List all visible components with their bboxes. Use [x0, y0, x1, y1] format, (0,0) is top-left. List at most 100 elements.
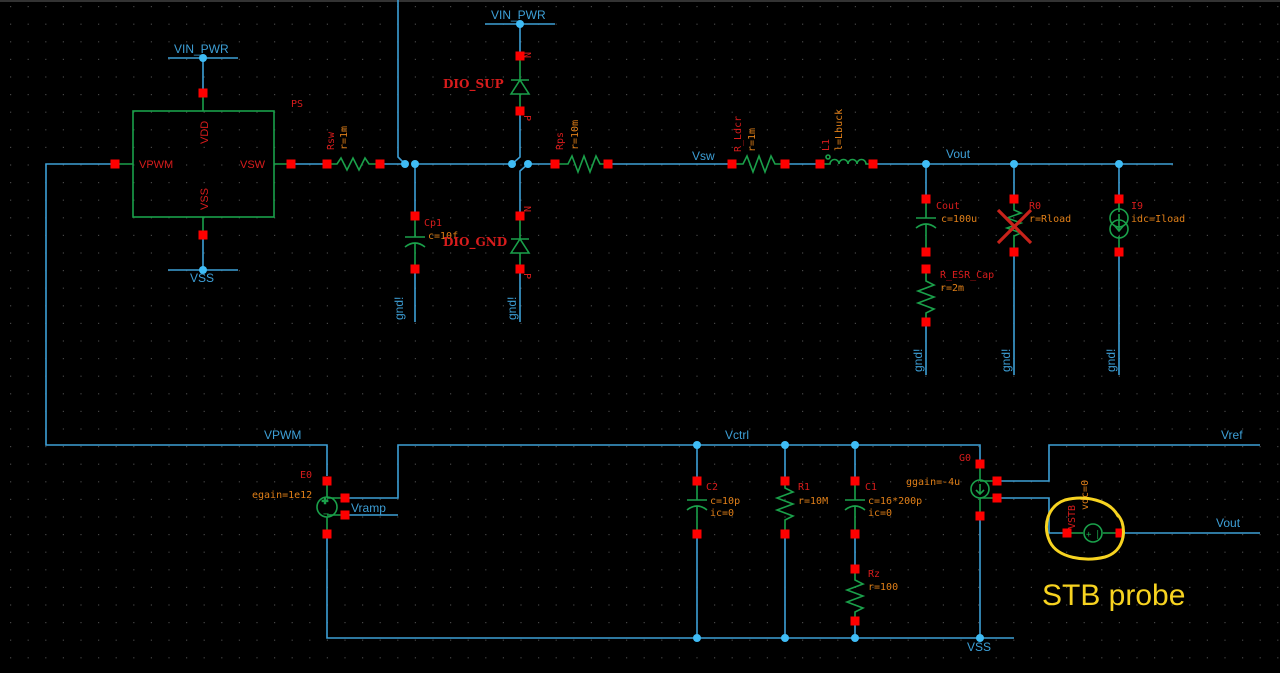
pin-terminal[interactable] [340, 510, 350, 520]
pin-terminal[interactable] [692, 476, 702, 486]
grid-dot [62, 586, 64, 588]
grid-dot [362, 94, 364, 96]
wire-vref[interactable] [997, 444, 1260, 482]
wire-dio-sup-bottom[interactable] [511, 111, 521, 165]
wire-vin-pwr-left[interactable] [168, 57, 238, 93]
pin-terminal[interactable] [1062, 528, 1072, 538]
pin-terminal[interactable] [921, 317, 931, 327]
pin-terminal[interactable] [1009, 247, 1019, 257]
pin-terminal[interactable] [780, 476, 790, 486]
pin-terminal[interactable] [850, 476, 860, 486]
pin-terminal[interactable] [1009, 194, 1019, 204]
pin-terminal[interactable] [286, 159, 296, 169]
grid-dot [344, 446, 346, 448]
vcvs-e0[interactable]: + − E0 egain=1e12 [252, 470, 345, 534]
resistor-r-esr-cap[interactable]: R_ESR_Cap r=2m [915, 269, 994, 322]
pin-terminal[interactable] [322, 159, 332, 169]
pin-terminal[interactable] [515, 211, 525, 221]
grid-dot [379, 534, 381, 536]
wire-vramp[interactable] [345, 444, 981, 499]
grid-dot [62, 41, 64, 43]
pin-terminal[interactable] [921, 264, 931, 274]
resistor-r0[interactable]: R0 r=Rload [996, 199, 1071, 252]
capacitor-c1[interactable]: C1 c=16*200p ic=0 [844, 481, 922, 534]
pin-terminal[interactable] [850, 529, 860, 539]
grid-dot [150, 129, 152, 131]
pin-terminal[interactable] [550, 159, 560, 169]
diode-dio-gnd[interactable]: N P DIO_GND [443, 206, 532, 279]
pin-terminal[interactable] [850, 616, 860, 626]
grid-dot [344, 182, 346, 184]
grid-dot [256, 340, 258, 342]
grid-dot [256, 199, 258, 201]
pin-terminal[interactable] [515, 264, 525, 274]
resistor-rz[interactable]: Rz r=100 [844, 569, 898, 621]
ps-block[interactable]: PS VPWM VSW VDD VSS [115, 93, 303, 235]
pin-terminal[interactable] [375, 159, 385, 169]
grid-dot [362, 657, 364, 659]
grid-dot [45, 481, 47, 483]
grid-dot [960, 516, 962, 518]
grid-dot [1171, 569, 1173, 571]
pin-terminal[interactable] [198, 88, 208, 98]
capacitor-c2[interactable]: C2 c=10p ic=0 [686, 481, 740, 534]
wire-e0-bottom[interactable] [326, 534, 1014, 639]
pin-terminal[interactable] [815, 159, 825, 169]
resistor-rps[interactable]: Rps r=10m [555, 120, 608, 175]
grid-dot [256, 58, 258, 60]
grid-dot [538, 657, 540, 659]
pin-terminal[interactable] [975, 459, 985, 469]
pin-terminal[interactable] [780, 529, 790, 539]
current-source-i9[interactable]: I9 idc=Iload [1109, 199, 1185, 252]
capacitor-cout[interactable]: Cout c=100u [915, 199, 977, 252]
diode-dio-sup[interactable]: N P DIO_SUP [443, 52, 532, 121]
pin-terminal[interactable] [921, 247, 931, 257]
grid-dot [467, 604, 469, 606]
grid-dot [907, 393, 909, 395]
grid-dot [344, 270, 346, 272]
pin-terminal[interactable] [692, 529, 702, 539]
pin-terminal[interactable] [410, 211, 420, 221]
grid-dot [1066, 164, 1068, 166]
pin-terminal[interactable] [198, 230, 208, 240]
pin-terminal[interactable] [340, 493, 350, 503]
vsource-vstb[interactable]: + | VSTB vdc=0 [1067, 480, 1120, 543]
pin-terminal[interactable] [1114, 194, 1124, 204]
resistor-r-ldcr[interactable]: R_Ldcr r=1m [732, 116, 785, 175]
grid-dot [766, 463, 768, 465]
pin-terminal[interactable] [921, 194, 931, 204]
vccs-g0[interactable]: G0 ggain=-4u [906, 453, 997, 516]
pin-terminal[interactable] [1114, 247, 1124, 257]
grid-dot [1171, 199, 1173, 201]
capacitor-cp1[interactable]: Cp1 c=10f [404, 216, 458, 269]
pin-terminal[interactable] [992, 493, 1002, 503]
pin-terminal[interactable] [1115, 528, 1125, 538]
wire-main-node[interactable] [380, 0, 406, 165]
pin-terminal[interactable] [868, 159, 878, 169]
pin-terminal[interactable] [780, 159, 790, 169]
pin-terminal[interactable] [515, 106, 525, 116]
grid-dot [186, 375, 188, 377]
grid-dot [186, 498, 188, 500]
pin-terminal[interactable] [322, 476, 332, 486]
resistor-rsw[interactable]: Rsw r=1m [326, 126, 380, 172]
pin-terminal[interactable] [975, 511, 985, 521]
pin-terminal[interactable] [515, 51, 525, 61]
pin-terminal[interactable] [322, 529, 332, 539]
pin-terminal[interactable] [727, 159, 737, 169]
wire-vss-left[interactable] [168, 235, 238, 271]
svg-text:−: − [323, 509, 329, 520]
grid-dot [890, 322, 892, 324]
resistor-r1[interactable]: R1 r=10M [774, 481, 828, 534]
pin-terminal[interactable] [850, 564, 860, 574]
pin-terminal[interactable] [603, 159, 613, 169]
wire-vpwm-loop[interactable] [45, 163, 328, 476]
pin-terminal[interactable] [410, 264, 420, 274]
pin-terminal[interactable] [110, 159, 120, 169]
pin-terminal[interactable] [992, 476, 1002, 486]
grid-dot [573, 252, 575, 254]
grid-dot [1206, 446, 1208, 448]
inductor-l1[interactable]: L1 l=Lbuck [820, 109, 873, 165]
wire-vin-pwr-top[interactable] [485, 23, 555, 56]
